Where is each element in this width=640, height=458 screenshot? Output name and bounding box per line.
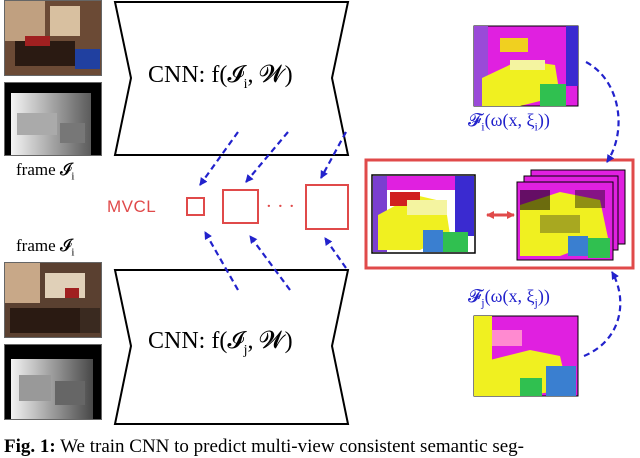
cnn-bottom-block <box>113 269 350 425</box>
cnn-bottom-label: CNN: f(𝓘j, 𝓦) <box>148 328 293 358</box>
depth-frame-i-thumbnail <box>4 82 102 156</box>
rgb-frame-j-thumbnail <box>4 262 102 338</box>
arrow-bottom-1 <box>204 231 239 291</box>
rgb-frame-i-image <box>5 1 101 75</box>
cnn-top-block <box>113 1 350 156</box>
arrow-bottom-3 <box>324 237 347 269</box>
feature-box-medium <box>222 189 259 224</box>
fj-label: 𝓕j(ω(x, ξj)) <box>468 286 550 310</box>
ellipsis-dots: · · · <box>266 196 295 217</box>
feature-box-small <box>186 197 205 216</box>
depth-frame-j-thumbnail <box>4 344 102 420</box>
depth-frame-i-image <box>5 83 101 155</box>
segmentation-bottom-right <box>473 315 579 397</box>
rgb-frame-i-thumbnail <box>4 0 102 76</box>
arrow-top-1 <box>199 131 239 186</box>
arrow-top-3 <box>320 131 347 179</box>
segmentation-stack <box>516 169 626 261</box>
fi-label: 𝓕i(ω(x, ξi)) <box>468 110 550 134</box>
frame-i-label: frame 𝓘i <box>16 160 75 183</box>
arrow-top-2 <box>245 131 289 183</box>
segmentation-left <box>371 174 476 254</box>
arrow-right-top <box>585 61 620 163</box>
rgb-frame-j-image <box>5 263 101 337</box>
figure-caption: Fig. 1: We train CNN to predict multi-vi… <box>4 436 524 457</box>
feature-box-large <box>305 184 349 230</box>
consistency-box <box>364 158 635 270</box>
mvcl-label: MVCL <box>107 197 157 216</box>
arrow-bottom-2 <box>249 235 291 291</box>
depth-frame-j-image <box>5 345 101 419</box>
segmentation-top-right <box>473 25 579 107</box>
frame-j-label: frame 𝓘i <box>16 236 75 259</box>
diagram-canvas <box>113 1 635 425</box>
cnn-top-label: CNN: f(𝓘i, 𝓦) <box>148 62 293 92</box>
arrow-right-bottom <box>583 271 622 358</box>
